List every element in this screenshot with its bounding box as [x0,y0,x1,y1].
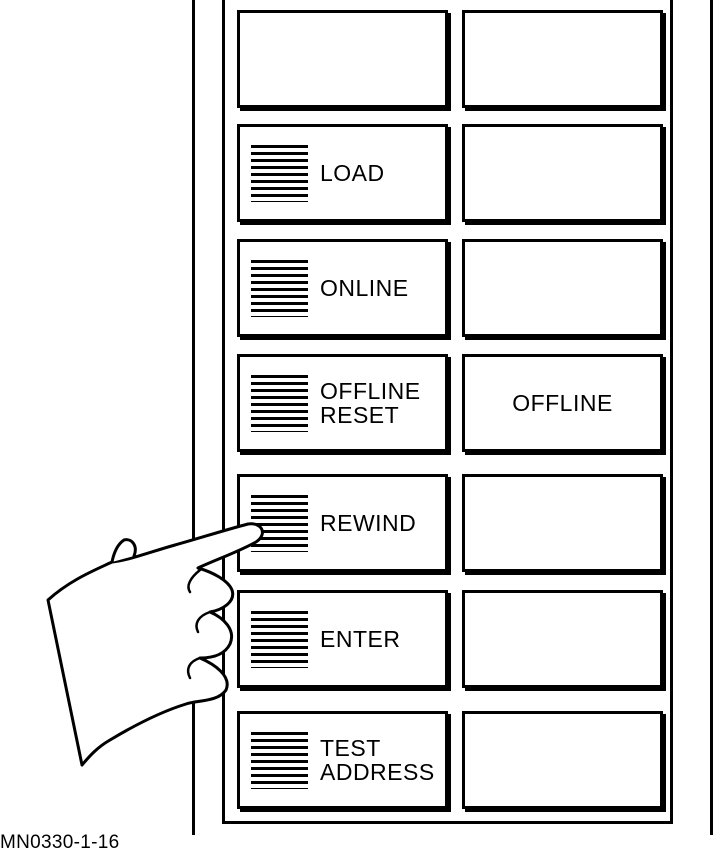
offline-reset-indicator-icon [251,375,308,432]
load-button[interactable]: LOAD [237,124,448,222]
enter-label: ENTER [320,626,401,652]
blank-button-1-right[interactable] [462,10,663,108]
test-address-indicator-icon [251,732,308,789]
rewind-button[interactable]: REWIND [237,474,448,572]
test-address-label: TEST ADDRESS [320,735,435,785]
enter-button[interactable]: ENTER [237,590,448,688]
online-button[interactable]: ONLINE [237,239,448,337]
blank-button-6-right[interactable] [462,590,663,688]
frame-left-edge [192,0,195,835]
load-label: LOAD [320,160,385,186]
offline-reset-button[interactable]: OFFLINE RESET [237,354,448,452]
control-panel: LOAD ONLINE OFFLINE RESET OFFLINE REWIND… [222,0,673,824]
blank-button-1-left[interactable] [237,10,448,108]
online-label: ONLINE [320,275,409,301]
frame-right-edge [710,0,713,835]
offline-reset-label: OFFLINE RESET [320,378,421,428]
figure-reference: MN0330-1-16 [0,832,120,853]
test-address-button[interactable]: TEST ADDRESS [237,711,448,809]
blank-button-5-right[interactable] [462,474,663,572]
offline-button[interactable]: OFFLINE [462,354,663,452]
rewind-label: REWIND [320,510,417,536]
enter-indicator-icon [251,611,308,668]
rewind-indicator-icon [251,495,308,552]
online-indicator-icon [251,260,308,317]
blank-button-3-right[interactable] [462,239,663,337]
blank-button-7-right[interactable] [462,711,663,809]
offline-label: OFFLINE [512,390,613,416]
load-indicator-icon [251,145,308,202]
blank-button-2-right[interactable] [462,124,663,222]
